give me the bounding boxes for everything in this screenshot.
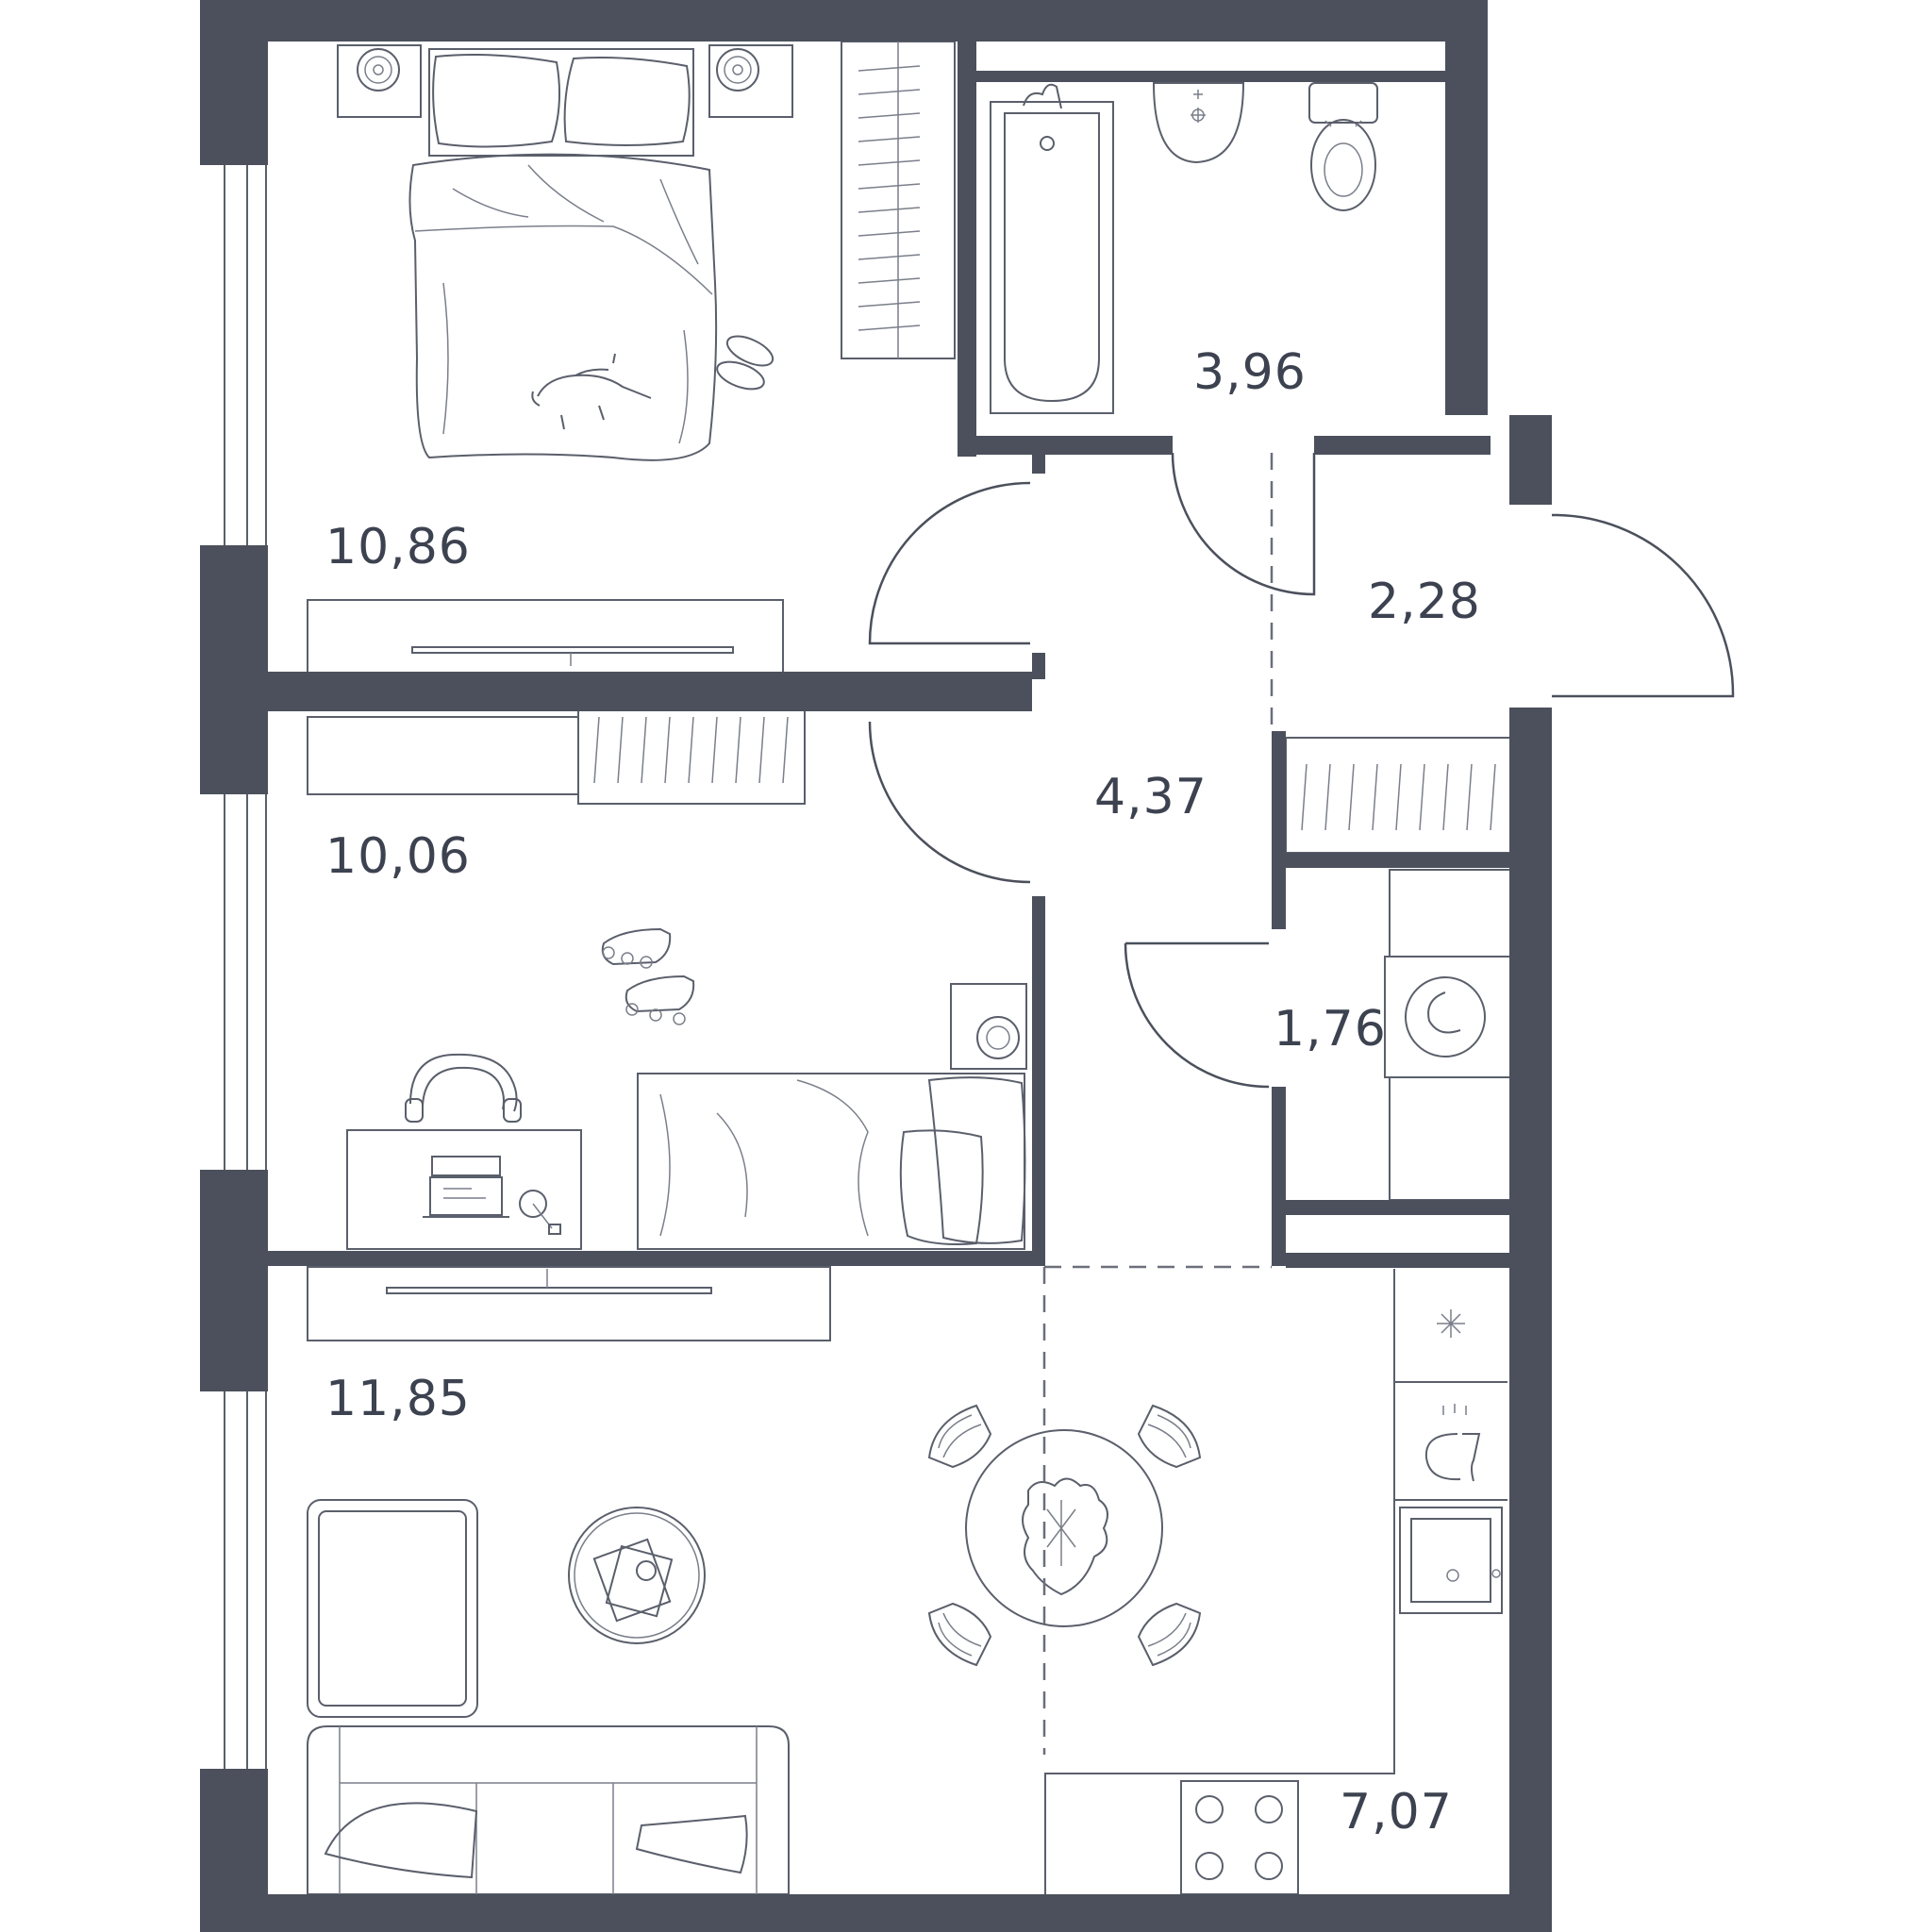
room-area-living-room: 11,85: [325, 1371, 471, 1427]
slippers: [716, 335, 774, 391]
room-area-bathroom: 3,96: [1193, 344, 1307, 401]
tv-stand-bedroom-1: [307, 599, 784, 675]
single-bed: [637, 1073, 1026, 1250]
toilet: [1308, 82, 1378, 211]
office-chair: [405, 1053, 522, 1123]
storage-closet: [1285, 737, 1511, 854]
tv-stand-living: [307, 1266, 831, 1341]
nightstand-left: [337, 44, 422, 118]
dishwasher-icon: [1424, 1404, 1481, 1482]
room-area-laundry: 1,76: [1274, 1001, 1387, 1058]
bathtub: [990, 83, 1114, 414]
doors: [868, 452, 1735, 1089]
desk: [346, 1129, 582, 1250]
window-bedroom-2: [224, 794, 267, 1170]
dining-chair-top-right: [1137, 1404, 1202, 1469]
room-area-kitchen: 7,07: [1340, 1784, 1453, 1840]
sofa: [307, 1725, 790, 1895]
washing-machine: [1384, 869, 1511, 1201]
coffee-table: [568, 1507, 706, 1644]
room-area-bedroom-2: 10,06: [325, 828, 471, 885]
dining-chair-bottom-right: [1137, 1602, 1202, 1667]
dining-chair-bottom-left: [927, 1602, 992, 1667]
room-area-bedroom-1: 10,86: [325, 519, 471, 575]
dining-table: [965, 1429, 1163, 1627]
window-bedroom-1: [224, 165, 267, 545]
shelf-bedroom-2: [307, 716, 579, 795]
nightstand-right: [708, 44, 793, 118]
rollerblades: [601, 927, 695, 1025]
windows: [224, 165, 267, 1769]
nightstand-bedroom-2: [950, 983, 1027, 1070]
cat-drawing: [531, 353, 652, 430]
kitchen-sink: [1399, 1507, 1503, 1614]
kitchen-counter: [1044, 1269, 1507, 1894]
washbasin: [1152, 82, 1245, 164]
snowflake-icon: [1437, 1309, 1465, 1338]
room-area-hallway-entry: 2,28: [1368, 574, 1481, 630]
zone-divider-lines: [1042, 453, 1274, 1755]
room-area-corridor: 4,37: [1094, 769, 1208, 825]
cooktop: [1180, 1780, 1299, 1895]
window-living: [224, 1391, 267, 1769]
armchair: [307, 1499, 478, 1718]
wardrobe-bedroom-1: [841, 41, 956, 359]
double-bed: [408, 48, 718, 461]
walls: [200, 0, 1552, 1932]
dining-chair-top-left: [927, 1404, 992, 1469]
